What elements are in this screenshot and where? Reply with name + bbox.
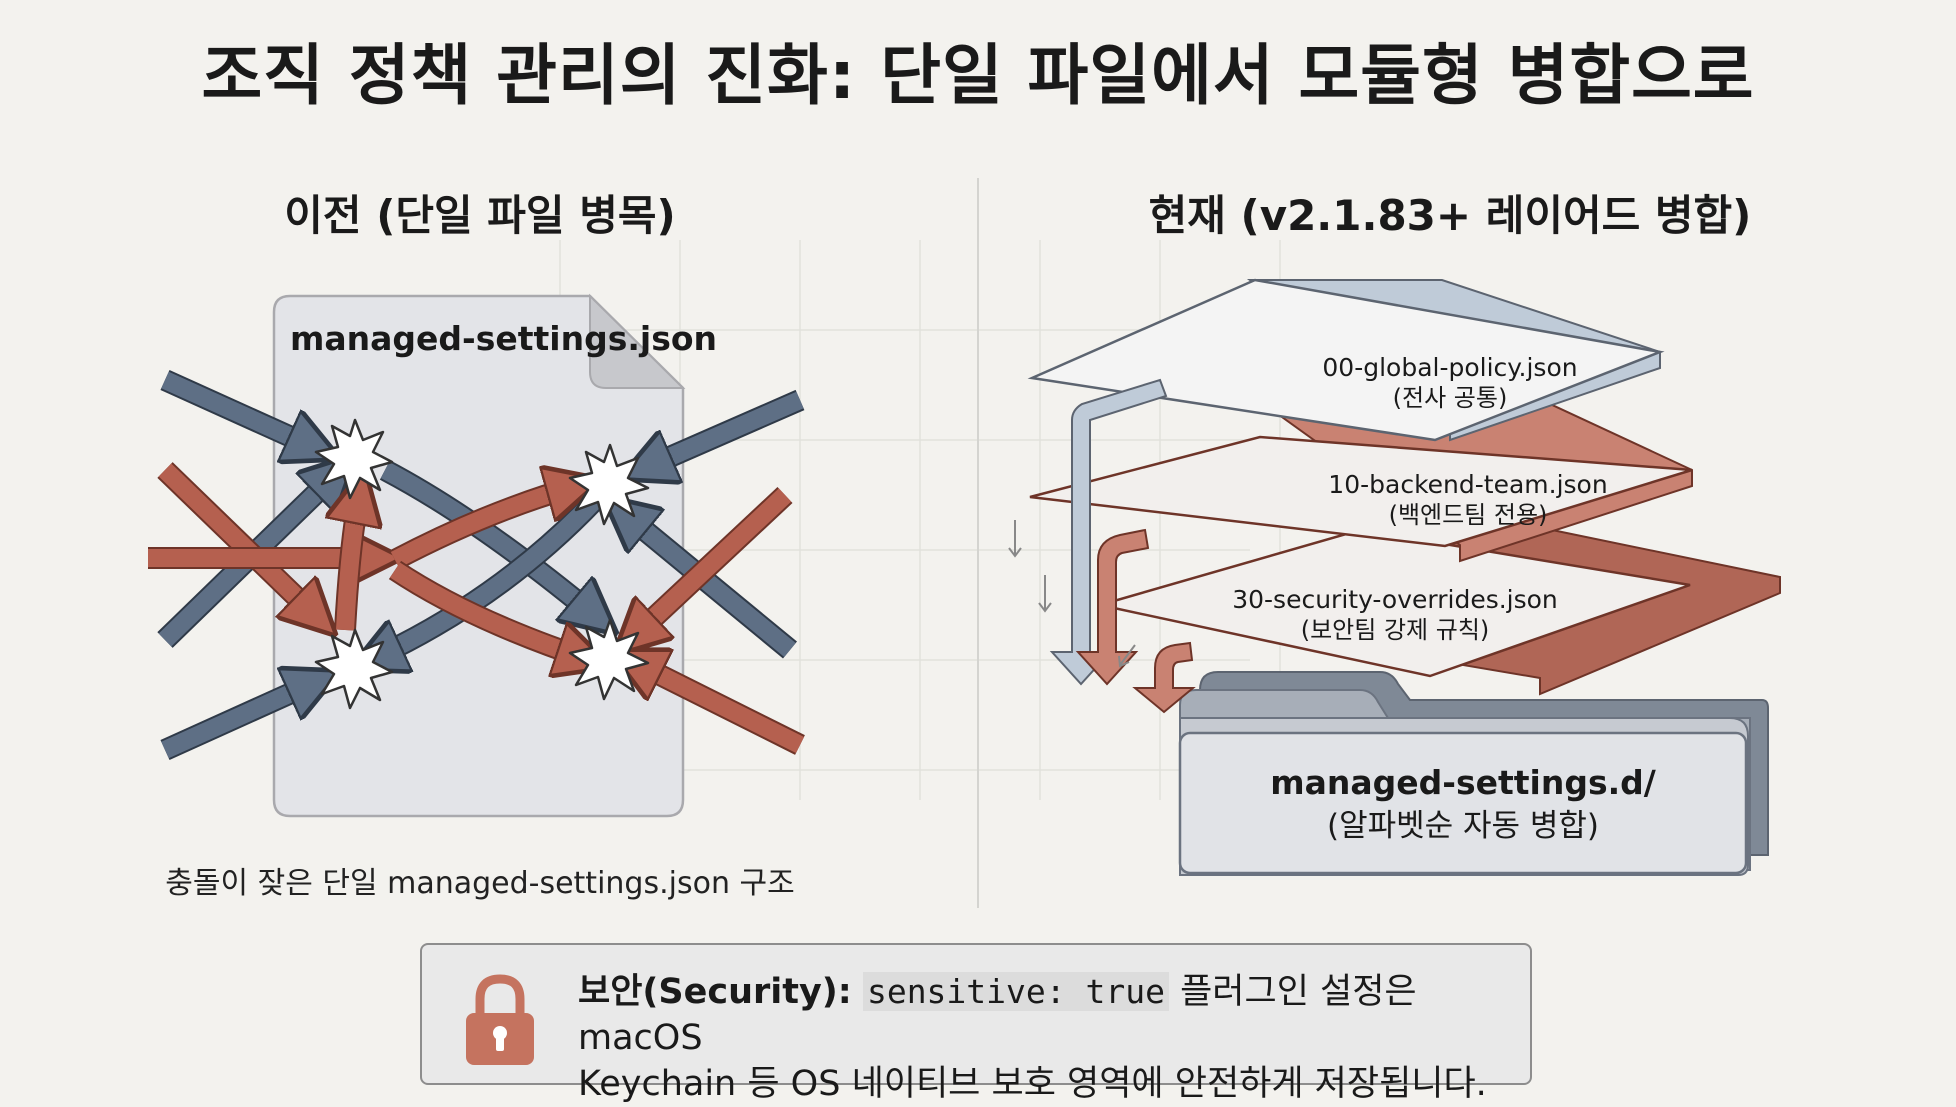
layer-name: 00-global-policy.json — [1322, 353, 1577, 382]
collision-icon — [568, 618, 650, 701]
layer-security-overrides — [1099, 509, 1781, 696]
layer-name: 30-security-overrides.json — [1232, 585, 1558, 614]
folder-name: managed-settings.d/ — [1270, 763, 1657, 802]
main-title: 조직 정책 관리의 진화: 단일 파일에서 모듈형 병합으로 — [201, 37, 1755, 114]
arrow-icon — [640, 391, 804, 470]
single-file-diagram: managed-settings.json — [148, 293, 805, 818]
arrow-icon — [1132, 641, 1196, 714]
arrow-icon — [390, 562, 590, 660]
note-text-1: 플러그인 설정은 macOS — [578, 972, 1417, 1058]
arrow-icon — [370, 493, 602, 660]
before-heading: 이전 (단일 파일 병목) — [284, 191, 676, 240]
collision-icon — [568, 443, 650, 526]
security-note: 보안(Security): sensitive: true 플러그인 설정은 m… — [420, 943, 1532, 1104]
layer-desc: (백엔드팀 전용) — [1389, 501, 1548, 529]
layer-global-policy — [1027, 278, 1665, 442]
arrow-icon — [345, 490, 360, 631]
security-note-text: 보안(Security): sensitive: true 플러그인 설정은 m… — [578, 969, 1498, 1107]
folder-icon — [1178, 671, 1769, 876]
note-label: 보안(Security): — [578, 972, 852, 1012]
arrow-icon — [1049, 378, 1168, 686]
collision-icon — [314, 628, 394, 710]
collision-bursts — [314, 418, 650, 710]
layer-name: 10-backend-team.json — [1328, 470, 1607, 499]
folder-desc: (알파벳순 자동 병합) — [1327, 808, 1599, 844]
section-divider — [977, 178, 979, 908]
merge-arrows — [1008, 378, 1196, 714]
layered-merge-diagram: managed-settings.d/ (알파벳순 자동 병합) 30-secu… — [1008, 278, 1781, 876]
arrow-icon — [1075, 528, 1150, 686]
layer-desc: (보안팀 강제 규칙) — [1301, 616, 1490, 644]
note-code: sensitive: true — [862, 972, 1169, 1011]
layer-backend-team — [1029, 388, 1693, 563]
arrow-icon — [161, 680, 320, 759]
arrow-icon — [630, 660, 805, 754]
conflict-arrows — [148, 369, 805, 761]
arrow-icon — [158, 463, 320, 620]
before-caption: 충돌이 잦은 단일 managed-settings.json 구조 — [165, 866, 795, 901]
file-label: managed-settings.json — [290, 319, 717, 358]
lock-icon — [466, 974, 534, 1065]
arrow-icon — [161, 371, 320, 450]
arrow-icon — [380, 462, 600, 620]
arrow-icon — [630, 488, 792, 640]
layer-desc: (전사 공통) — [1393, 384, 1508, 412]
note-text-2: Keychain 등 OS 네이티브 보호 영역에 안전하게 저장됩니다. — [578, 1064, 1487, 1104]
managed-settings-file — [272, 293, 686, 818]
after-heading: 현재 (v2.1.83+ 레이어드 병합) — [1148, 191, 1752, 240]
collision-icon — [314, 418, 394, 500]
arrow-icon — [390, 485, 580, 568]
